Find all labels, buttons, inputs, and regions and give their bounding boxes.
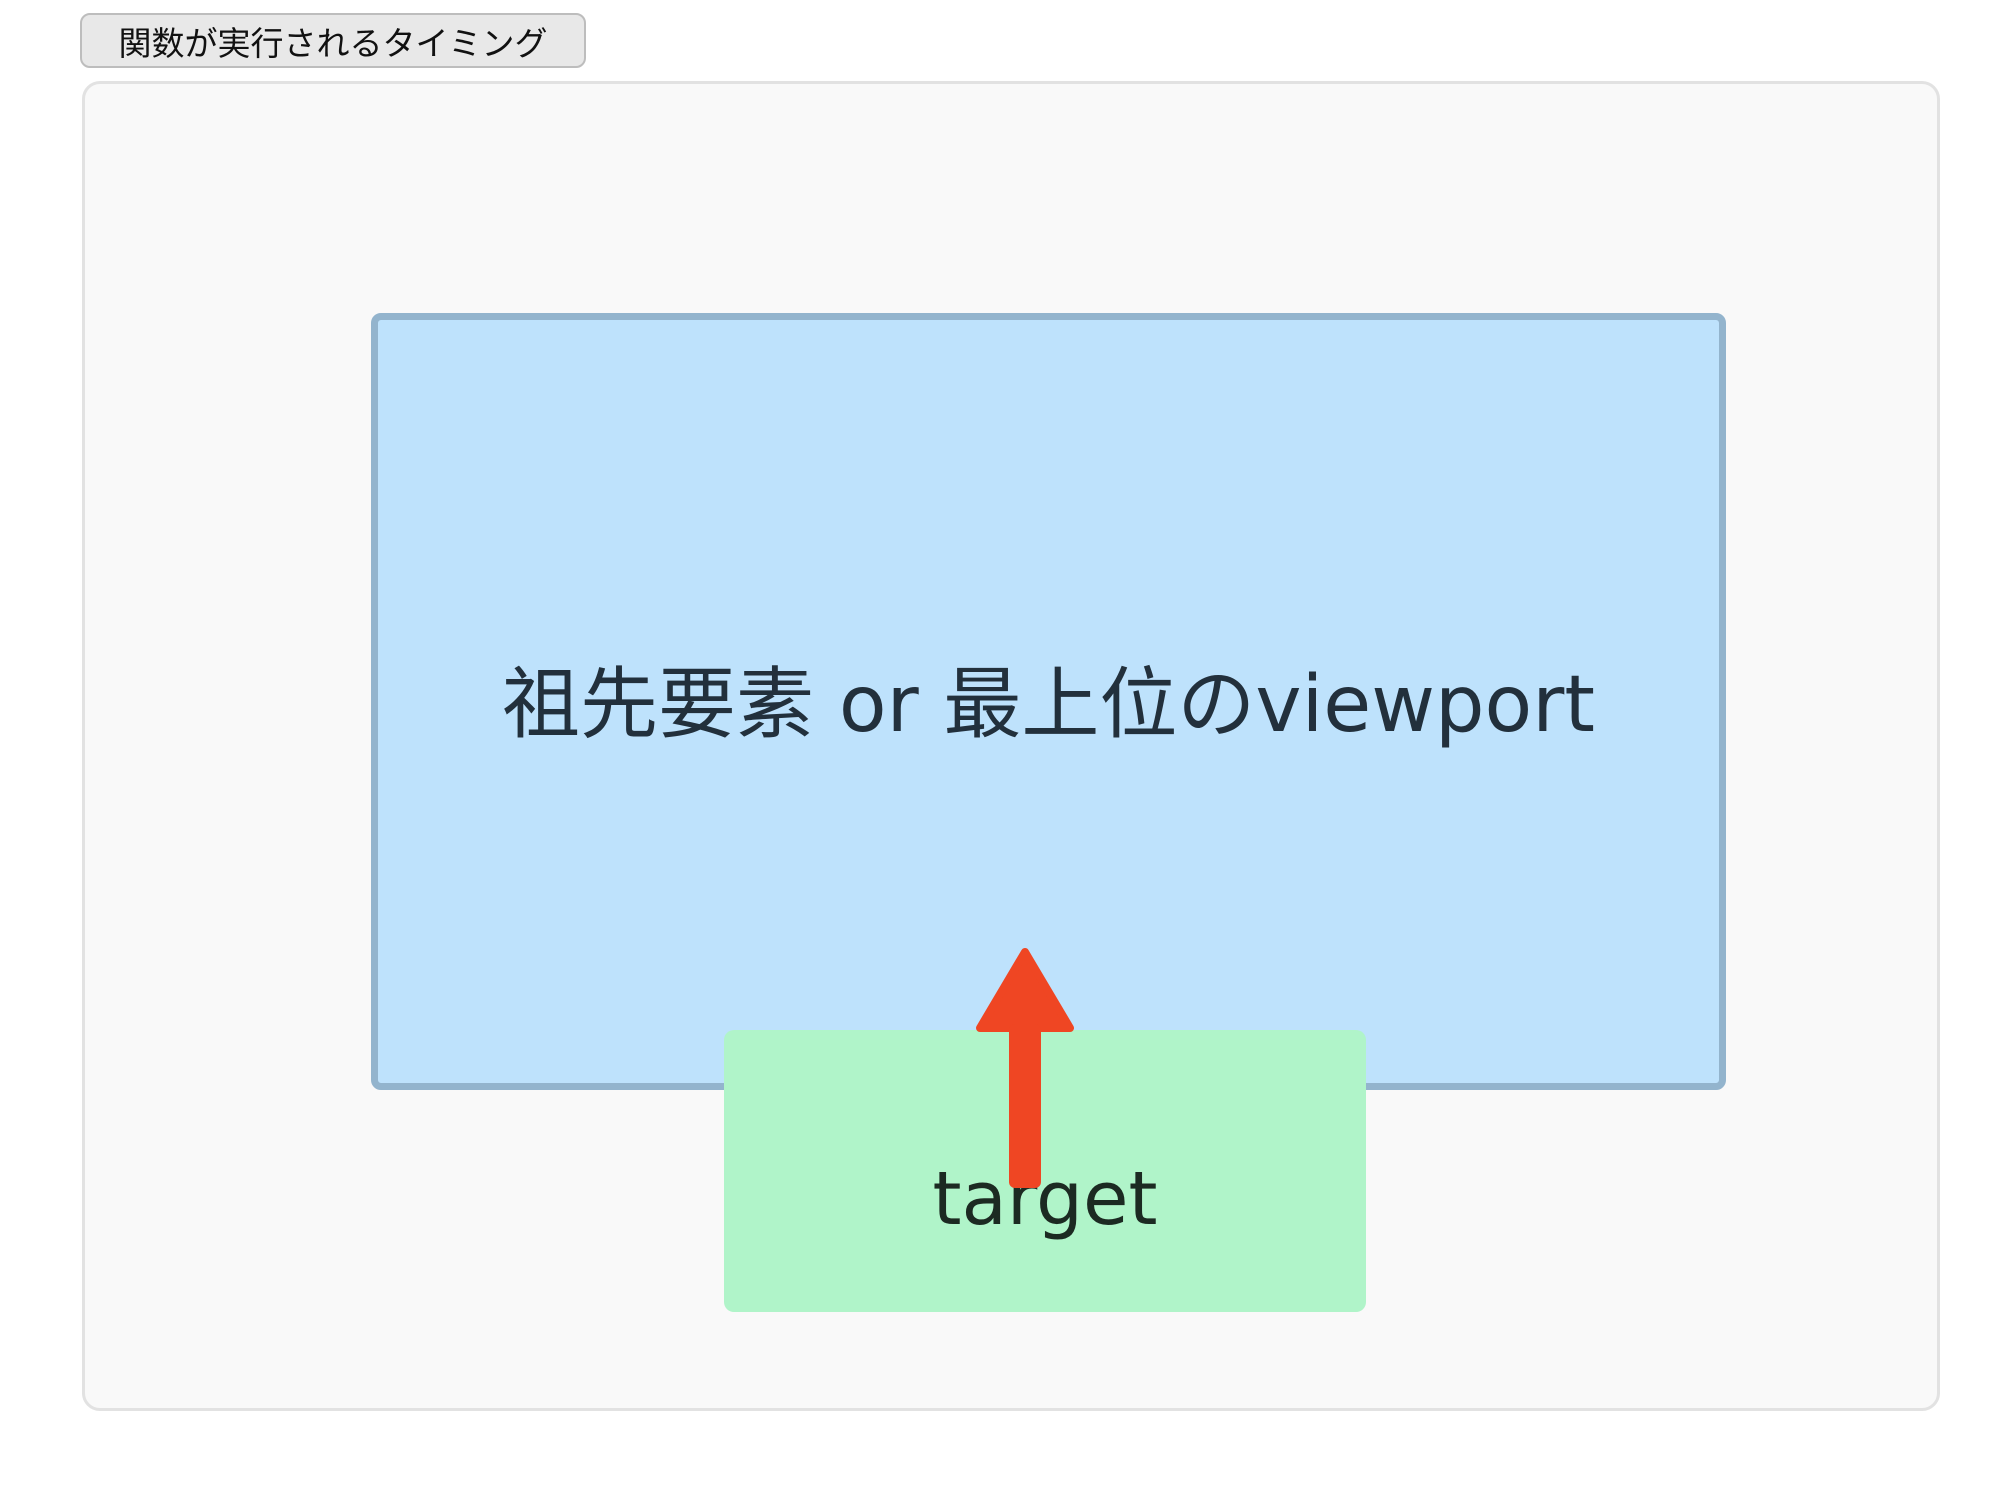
- ancestor-viewport-label: 祖先要素 or 最上位のviewport: [502, 659, 1595, 750]
- timing-toggle-button[interactable]: 関数が実行されるタイミング: [80, 13, 586, 68]
- demo-panel: 祖先要素 or 最上位のviewport target: [82, 81, 1940, 1411]
- up-arrow-icon: [976, 948, 1074, 1188]
- target-box: target: [724, 1030, 1366, 1312]
- ancestor-viewport-box: 祖先要素 or 最上位のviewport: [371, 313, 1726, 1090]
- target-label: target: [932, 1155, 1158, 1242]
